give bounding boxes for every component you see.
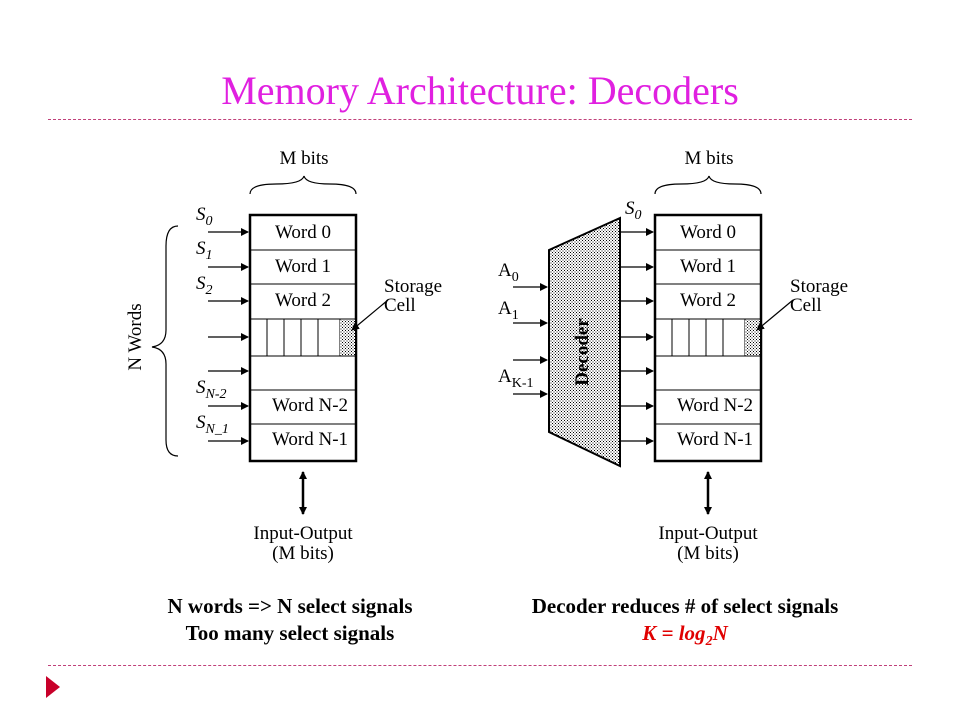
select-signal-s0: S0 <box>196 204 213 229</box>
decoder-label: Decoder <box>572 318 593 386</box>
select-signal-sn-2: SN-2 <box>196 377 227 402</box>
left-bit-cells <box>266 319 341 356</box>
right-memory-diagram: M bits Decoder A0 A1 AK-1 S0 <box>498 148 848 564</box>
right-word-n-1: Word N-1 <box>677 429 753 450</box>
left-word-2: Word 2 <box>275 290 331 311</box>
address-line-ak-1: AK-1 <box>498 366 534 391</box>
right-storage-label: Storage <box>790 276 848 297</box>
left-storage-cell-highlight <box>340 320 355 355</box>
right-word-0: Word 0 <box>680 222 736 243</box>
formula-k-log2n: K = log2N <box>642 621 728 650</box>
left-m-bits-brace <box>249 175 357 195</box>
slide-title: Memory Architecture: Decoders <box>221 68 739 113</box>
n-words-brace <box>151 225 179 457</box>
right-storage-cell-pointer <box>756 299 794 331</box>
right-word-n-2: Word N-2 <box>677 395 753 416</box>
right-storage-cell-highlight <box>745 320 760 355</box>
decoder-block <box>548 216 621 468</box>
left-word-0: Word 0 <box>275 222 331 243</box>
right-word-1: Word 1 <box>680 256 736 277</box>
select-signal-s2: S2 <box>196 273 213 298</box>
right-io-bits-label: (M bits) <box>677 543 739 564</box>
address-line-a0: A0 <box>498 260 519 285</box>
address-arrows <box>513 283 548 398</box>
right-m-bits-label: M bits <box>684 148 733 169</box>
left-io-label: Input-Output <box>253 523 353 544</box>
left-word-1: Word 1 <box>275 256 331 277</box>
n-words-label: N Words <box>125 303 146 370</box>
right-io-label: Input-Output <box>658 523 758 544</box>
address-line-a1: A1 <box>498 298 519 323</box>
next-slide-arrow-icon[interactable] <box>46 676 60 698</box>
select-signal-sn-1: SN_1 <box>196 412 229 437</box>
left-cell-label: Cell <box>384 295 416 316</box>
right-caption-line1: Decoder reduces # of select signals <box>531 594 839 618</box>
right-m-bits-brace <box>654 175 762 195</box>
right-select-signal-s0: S0 <box>625 198 642 223</box>
right-memory-array <box>653 213 763 463</box>
left-memory-diagram: M bits Word 0 Word 1 Word 2 Word N-2 Wor… <box>125 148 442 564</box>
bottom-divider <box>48 665 912 666</box>
top-divider <box>48 119 912 120</box>
right-word-2: Word 2 <box>680 290 736 311</box>
left-word-n-2: Word N-2 <box>272 395 348 416</box>
left-storage-label: Storage <box>384 276 442 297</box>
left-caption-line1: N words => N select signals <box>167 594 413 618</box>
right-select-arrows <box>620 228 654 445</box>
right-cell-label: Cell <box>790 295 822 316</box>
left-memory-array <box>248 213 358 463</box>
left-caption-line2: Too many select signals <box>185 621 395 645</box>
left-select-arrows <box>208 228 249 445</box>
left-io-bits-label: (M bits) <box>272 543 334 564</box>
left-storage-cell-pointer <box>351 299 389 331</box>
left-m-bits-label: M bits <box>279 148 328 169</box>
right-bit-cells <box>671 319 746 356</box>
left-word-n-1: Word N-1 <box>272 429 348 450</box>
select-signal-s1: S1 <box>196 238 213 263</box>
